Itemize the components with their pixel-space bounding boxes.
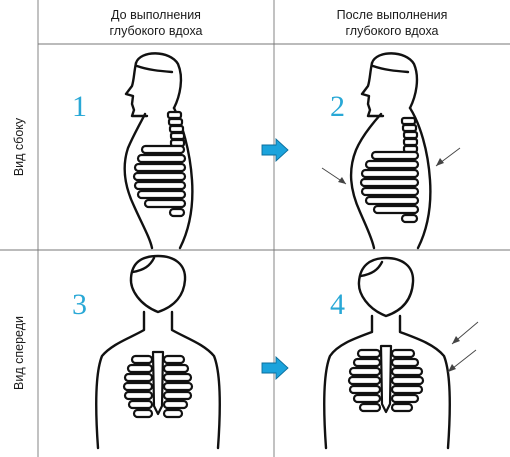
side-view-before-figure bbox=[123, 52, 194, 250]
arrow-right-icon bbox=[261, 137, 289, 163]
front-view-after-figure bbox=[323, 256, 479, 450]
front-view-before-figure bbox=[95, 254, 221, 450]
panel-number-2: 2 bbox=[330, 90, 345, 123]
spine-side bbox=[400, 116, 419, 154]
header-before-line1: До выполнения bbox=[111, 8, 201, 22]
header-before-line2: глубокого вдоха bbox=[109, 24, 202, 38]
pointer-arrowhead bbox=[452, 336, 460, 344]
header-after-line2: глубокого вдоха bbox=[345, 24, 438, 38]
ribcage-side-before bbox=[132, 144, 187, 218]
spine-side bbox=[166, 110, 186, 148]
side-view-after-figure bbox=[321, 52, 461, 250]
header-after-line1: После выполнения bbox=[337, 8, 448, 22]
pointer-arrowhead bbox=[436, 158, 444, 166]
row-label-side: Вид сбоку bbox=[12, 117, 26, 176]
pointer-arrowhead bbox=[338, 177, 346, 184]
pointer-arrowhead bbox=[448, 364, 456, 372]
row-label-front: Вид спереди bbox=[12, 316, 26, 390]
ribcage-front-before bbox=[122, 350, 194, 419]
panel-number-3: 3 bbox=[72, 288, 87, 321]
ribcage-side-after bbox=[359, 150, 420, 224]
arrow-right-icon bbox=[261, 355, 289, 381]
ribcage-front-after bbox=[347, 344, 425, 414]
panel-number-1: 1 bbox=[72, 90, 87, 123]
panel-number-4: 4 bbox=[330, 288, 345, 321]
